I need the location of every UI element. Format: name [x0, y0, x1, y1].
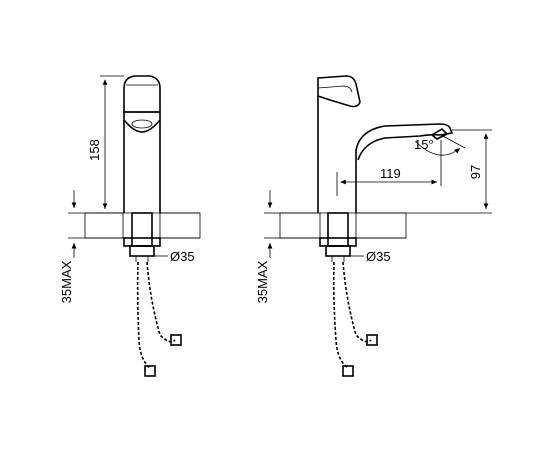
front-view: 158 35MAX Ø35: [59, 75, 201, 377]
side-hose-right: [342, 261, 372, 343]
front-shank: [131, 212, 153, 247]
front-cartridge: [123, 111, 161, 133]
side-spout-height-label: 97: [468, 165, 483, 179]
side-view: 119 97 15° 35MAX Ø35: [255, 75, 492, 377]
front-hose-left: [136, 261, 151, 369]
front-body: [123, 120, 161, 213]
countertop-right: [159, 212, 201, 239]
side-countertop-right: [355, 212, 407, 239]
side-countertop-left: [279, 212, 321, 239]
front-hose-right: [146, 261, 176, 343]
side-aerator: [430, 127, 449, 140]
front-diameter-label: Ø35: [170, 249, 195, 264]
front-handle: [123, 75, 161, 113]
side-angle-label: 15°: [414, 137, 434, 152]
side-handle: [317, 75, 361, 108]
side-shank: [327, 212, 349, 247]
front-height-label: 158: [87, 139, 102, 161]
side-reach-label: 119: [380, 166, 401, 181]
countertop-left: [84, 212, 124, 239]
side-diameter-label: Ø35: [366, 249, 391, 264]
side-max-label: 35MAX: [255, 260, 270, 303]
front-max-label: 35MAX: [59, 260, 74, 303]
side-hose-left: [332, 261, 349, 369]
side-body-spout: [317, 96, 454, 213]
